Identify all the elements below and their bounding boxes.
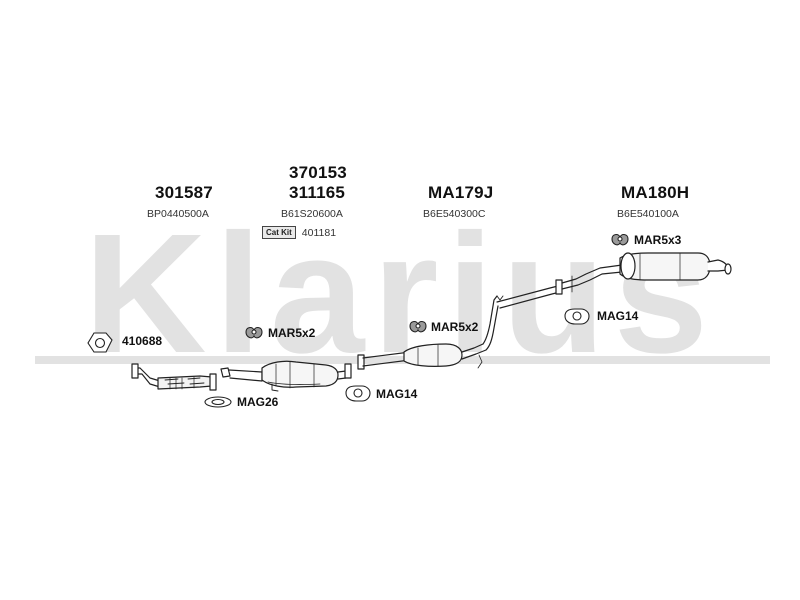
part-number-downpipe: 301587 bbox=[155, 183, 213, 202]
fitting-label-410688: 410688 bbox=[122, 334, 163, 348]
gasket-icon bbox=[345, 385, 371, 402]
cat-kit-badge: Cat Kit bbox=[262, 226, 296, 239]
gasket-icon bbox=[87, 332, 113, 353]
fitting-label-mag14-centre: MAG14 bbox=[376, 387, 418, 401]
rubber-mount-icon bbox=[409, 321, 427, 333]
downpipe-part bbox=[131, 363, 217, 391]
cat-kit-number: 401181 bbox=[301, 226, 337, 239]
cat-kit-row: Cat Kit 401181 bbox=[262, 226, 336, 239]
gasket-icon bbox=[564, 308, 590, 325]
clamp-ring-icon bbox=[204, 396, 232, 408]
fitting-label-mag26: MAG26 bbox=[237, 395, 279, 409]
oe-number-centre-silencer: B6E540300C bbox=[423, 208, 486, 220]
rubber-mount-icon bbox=[245, 327, 263, 339]
catalytic-converter-part bbox=[220, 360, 352, 392]
rubber-mount-icon bbox=[611, 234, 629, 246]
oe-number-downpipe: BP0440500A bbox=[147, 208, 209, 220]
fitting-label-mag14-rear: MAG14 bbox=[597, 309, 639, 323]
part-number-catalyst-1: 370153 bbox=[289, 163, 347, 182]
part-number-centre-silencer: MA179J bbox=[428, 183, 494, 202]
part-number-catalyst-2: 311165 bbox=[289, 183, 346, 202]
oe-number-catalyst: B61S20600A bbox=[281, 208, 343, 220]
centre-silencer-part bbox=[357, 279, 563, 370]
part-number-rear-silencer: MA180H bbox=[621, 183, 690, 202]
fitting-label-mar5x3: MAR5x3 bbox=[634, 233, 682, 247]
oe-number-rear-silencer: B6E540100A bbox=[617, 208, 679, 220]
fitting-label-mar5x2-centre: MAR5x2 bbox=[431, 320, 479, 334]
rear-silencer-part bbox=[561, 252, 732, 293]
fitting-label-mar5x2-cat: MAR5x2 bbox=[268, 326, 316, 340]
